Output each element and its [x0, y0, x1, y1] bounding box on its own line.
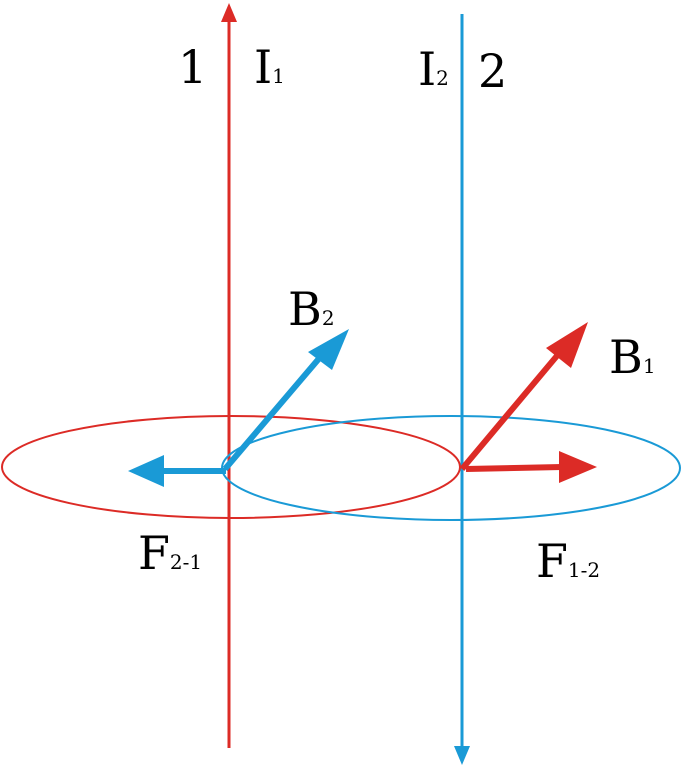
wire-1-arrowhead [221, 3, 237, 22]
field-2-symbol: B [288, 282, 322, 336]
field-loop-1 [1, 415, 461, 519]
field-vector-b1 [459, 349, 564, 471]
force-2-1-subscript: 2-1 [169, 550, 203, 574]
field-1-subscript: 1 [642, 354, 656, 378]
field-loop-2 [221, 415, 681, 521]
wire-2-arrowhead [454, 746, 470, 765]
current-1-subscript: 1 [272, 64, 285, 88]
current-2-label: I2 [418, 46, 449, 92]
force-vector-f12-arrowhead [559, 451, 597, 483]
field-vector-b2-arrowhead [308, 329, 349, 370]
current-2-symbol: I [418, 42, 437, 96]
force-vector-f21-arrowhead [128, 455, 164, 487]
field-vector-b2 [222, 353, 325, 471]
force-2-1-label: F2-1 [138, 530, 202, 576]
force-1-2-subscript: 1-2 [567, 558, 601, 582]
force-1-2-symbol: F [536, 534, 568, 588]
force-2-1-symbol: F [138, 526, 170, 580]
field-2-subscript: 2 [321, 306, 335, 330]
field-vector-b1-arrowhead [546, 322, 588, 368]
wire-1-number: 1 [178, 40, 208, 94]
wire-2-number: 2 [478, 44, 508, 98]
force-vector-f12 [465, 464, 563, 472]
field-1-label: B1 [609, 334, 656, 380]
current-1-label: I1 [254, 44, 285, 90]
field-1-symbol: B [609, 330, 643, 384]
current-1-symbol: I [254, 40, 273, 94]
force-1-2-label: F1-2 [536, 538, 600, 584]
current-2-subscript: 2 [436, 66, 449, 90]
field-2-label: B2 [288, 286, 335, 332]
